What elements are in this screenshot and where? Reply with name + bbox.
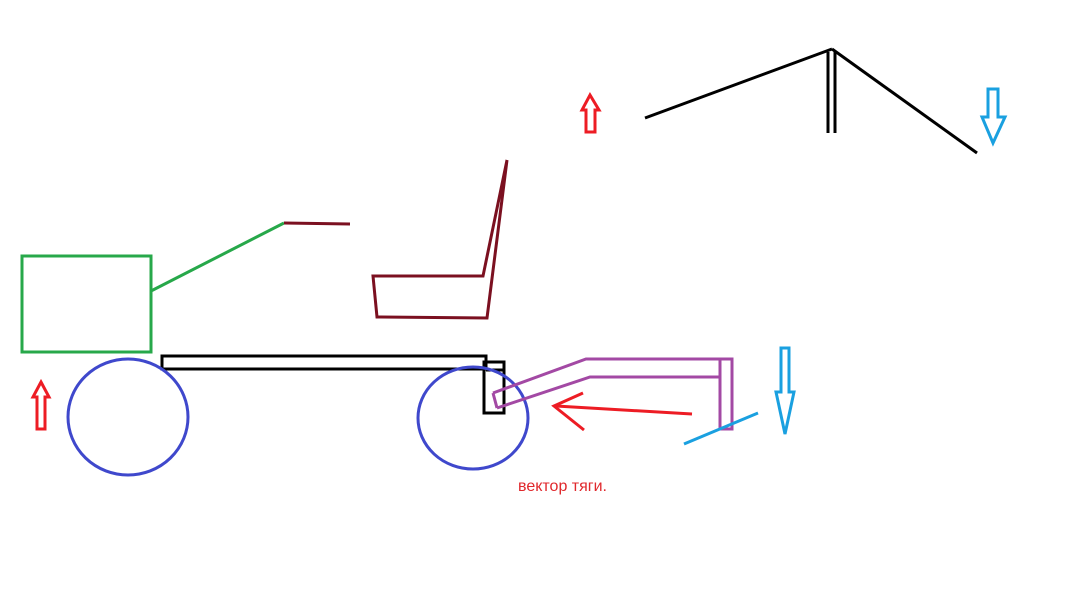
lever-down-arrow-icon bbox=[979, 87, 1008, 147]
rear-wheel bbox=[416, 365, 530, 471]
engine-block bbox=[20, 254, 153, 354]
seat bbox=[371, 159, 509, 320]
lever-up-arrow-icon bbox=[579, 91, 602, 134]
thrust-arrow bbox=[551, 391, 693, 432]
lever-illustration bbox=[644, 47, 978, 155]
handle-grip bbox=[283, 221, 351, 226]
thrust-vector-caption: вектор тяги. bbox=[518, 478, 607, 495]
plow-down-arrow-icon bbox=[774, 346, 796, 435]
front-up-arrow-icon bbox=[30, 378, 52, 431]
frame bbox=[160, 354, 488, 371]
handle-bar bbox=[150, 221, 285, 293]
front-wheel bbox=[66, 357, 190, 477]
plow-blade bbox=[683, 411, 759, 446]
